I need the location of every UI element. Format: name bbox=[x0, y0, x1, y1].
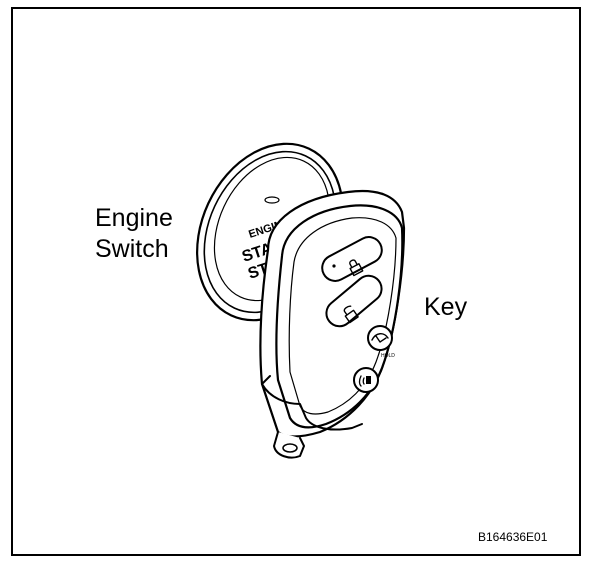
unlock-button[interactable] bbox=[321, 270, 387, 331]
hold-label: HOLD bbox=[381, 353, 395, 359]
unlock-icon bbox=[343, 305, 359, 324]
key-edge-line bbox=[261, 375, 271, 385]
key-inner-outline bbox=[288, 217, 397, 415]
trunk-icon bbox=[371, 333, 389, 343]
panic-icon-body bbox=[366, 376, 371, 384]
panic-icon bbox=[358, 375, 365, 387]
trunk-button[interactable] bbox=[367, 325, 393, 351]
engine-switch-label-line1: Engine bbox=[95, 204, 173, 232]
lock-icon bbox=[349, 259, 364, 277]
lock-button[interactable] bbox=[318, 232, 387, 285]
key-label: Key bbox=[424, 293, 468, 321]
engine-switch-label-line2: Switch bbox=[95, 235, 169, 263]
switch-indicator-icon bbox=[264, 196, 280, 204]
key-fob: HOLD bbox=[259, 189, 406, 459]
key-bottom-band bbox=[261, 383, 363, 431]
key-ring-hole bbox=[282, 443, 298, 453]
indicator-dot bbox=[332, 264, 336, 268]
engine-switch-label: Engine Switch bbox=[95, 203, 173, 265]
reference-code: B164636E01 bbox=[478, 530, 548, 544]
